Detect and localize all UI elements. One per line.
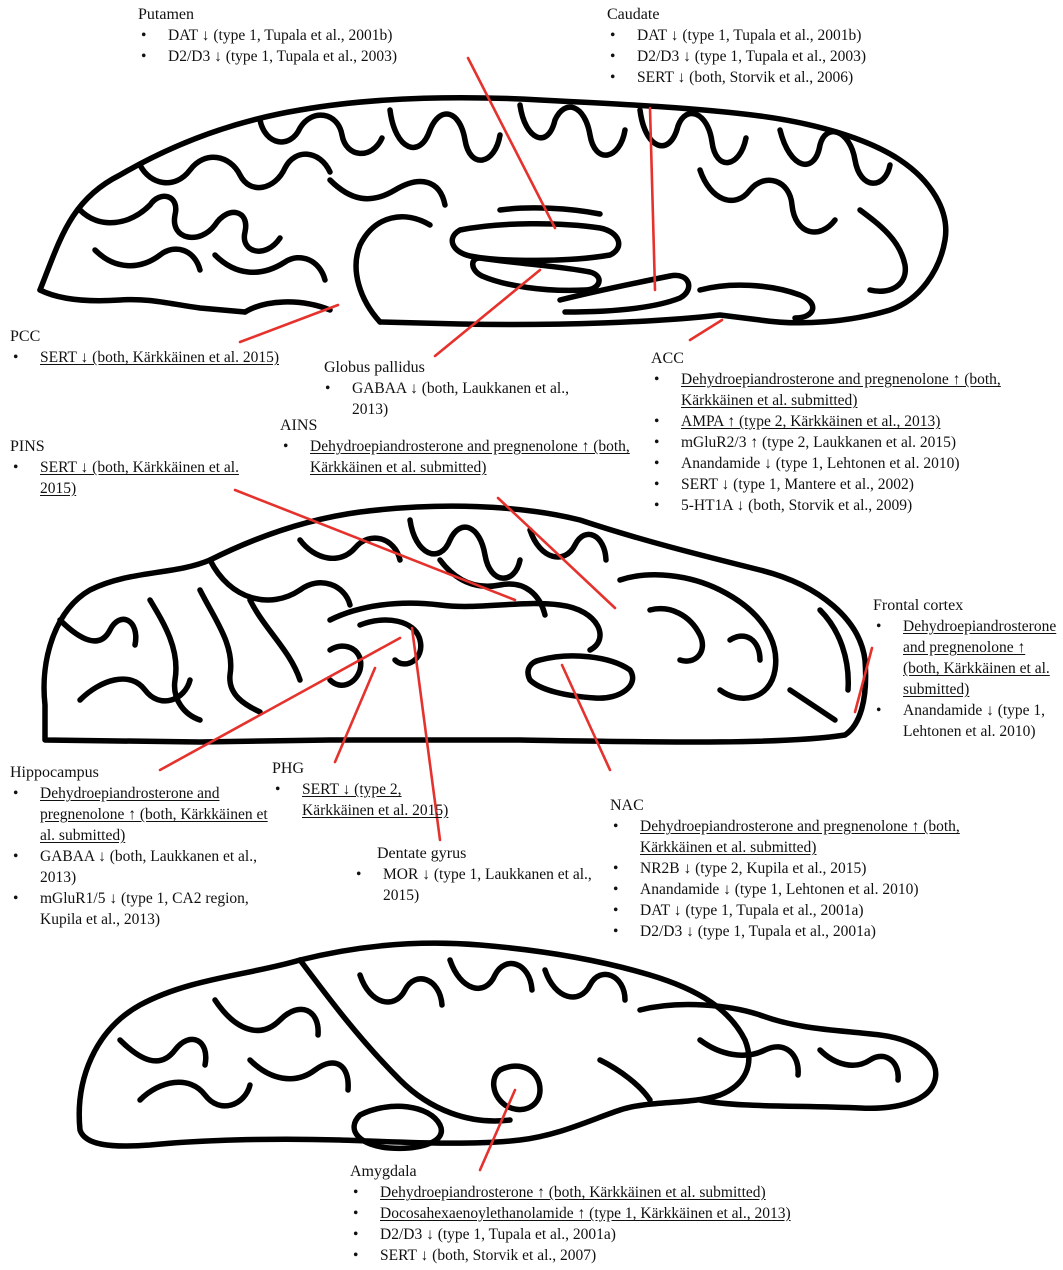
finding-text: Docosahexaenoylethanolamide ↑ (type 1, K… (380, 1205, 791, 1222)
finding-item: Anandamide ↓ (type 1, Lehtonen et al. 20… (651, 453, 1061, 474)
finding-text: DAT ↓ (type 1, Tupala et al., 2001a) (640, 902, 864, 919)
region-title: PHG (272, 758, 462, 779)
region-title: Frontal cortex (873, 595, 1061, 616)
finding-item: D2/D3 ↓ (type 1, Tupala et al., 2001a) (610, 921, 1030, 942)
annotation-pins: PINSSERT ↓ (both, Kärkkäinen et al. 2015… (10, 436, 270, 499)
finding-text: GABAA ↓ (both, Laukkanen et al., 2013) (352, 380, 569, 418)
finding-item: D2/D3 ↓ (type 1, Tupala et al., 2001a) (350, 1224, 950, 1245)
annotation-amygdala: AmygdalaDehydroepiandrosterone ↑ (both, … (350, 1161, 950, 1266)
finding-item: Dehydroepiandrosterone and pregnenolone … (610, 816, 1030, 858)
region-title: Dentate gyrus (377, 843, 613, 864)
finding-item: SERT ↓ (type 1, Mantere et al., 2002) (651, 474, 1061, 495)
brain-slice-middle (44, 506, 866, 742)
finding-item: DAT ↓ (type 1, Tupala et al., 2001b) (138, 25, 458, 46)
finding-text: Anandamide ↓ (type 1, Lehtonen et al. 20… (681, 455, 960, 472)
finding-text: SERT ↓ (both, Kärkkäinen et al. 2015) (40, 349, 279, 366)
finding-text: D2/D3 ↓ (type 1, Tupala et al., 2001a) (640, 923, 876, 940)
region-title: Caudate (607, 4, 927, 25)
finding-item: SERT ↓ (both, Kärkkäinen et al. 2015) (10, 347, 295, 368)
finding-text: Anandamide ↓ (type 1, Lehtonen et al. 20… (640, 881, 919, 898)
finding-item: Dehydroepiandrosterone and pregnenolone … (10, 783, 275, 846)
finding-item: Docosahexaenoylethanolamide ↑ (type 1, K… (350, 1203, 950, 1224)
finding-text: mGluR1/5 ↓ (type 1, CA2 region, Kupila e… (40, 890, 249, 928)
region-title: AINS (280, 415, 650, 436)
finding-item: SERT ↓ (both, Storvik et al., 2006) (607, 67, 927, 88)
annotation-ains: AINSDehydroepiandrosterone and pregnenol… (280, 415, 650, 478)
finding-text: SERT ↓ (both, Kärkkäinen et al. 2015) (40, 459, 239, 497)
annotation-globus-pallidus: Globus pallidusGABAA ↓ (both, Laukkanen … (322, 357, 592, 420)
finding-item: 5-HT1A ↓ (both, Storvik et al., 2009) (651, 495, 1061, 516)
finding-item: Anandamide ↓ (type 1, Lehtonen et al. 20… (610, 879, 1030, 900)
finding-text: SERT ↓ (both, Storvik et al., 2007) (380, 1247, 596, 1264)
finding-text: NR2B ↓ (type 2, Kupila et al., 2015) (640, 860, 866, 877)
annotation-caudate: CaudateDAT ↓ (type 1, Tupala et al., 200… (607, 4, 927, 88)
finding-item: Dehydroepiandrosterone and pregnenolone … (280, 436, 650, 478)
pointer-caudate (650, 108, 655, 290)
region-title: Globus pallidus (324, 357, 592, 378)
annotation-hippocampus: HippocampusDehydroepiandrosterone and pr… (10, 762, 275, 930)
finding-item: MOR ↓ (type 1, Laukkanen et al., 2015) (353, 864, 613, 906)
finding-text: Dehydroepiandrosterone and pregnenolone … (903, 618, 1056, 698)
finding-item: SERT ↓ (both, Kärkkäinen et al. 2015) (10, 457, 270, 499)
finding-item: AMPA ↑ (type 2, Kärkkäinen et al., 2013) (651, 411, 1061, 432)
finding-item: DAT ↓ (type 1, Tupala et al., 2001b) (607, 25, 927, 46)
region-title: Putamen (138, 4, 458, 25)
pointer-globus-pallidus (435, 270, 540, 356)
finding-item: Anandamide ↓ (type 1, Lehtonen et al. 20… (873, 700, 1061, 742)
finding-text: SERT ↓ (type 1, Mantere et al., 2002) (681, 476, 914, 493)
finding-text: 5-HT1A ↓ (both, Storvik et al., 2009) (681, 497, 912, 514)
region-title: Amygdala (350, 1161, 950, 1182)
finding-text: SERT ↓ (both, Storvik et al., 2006) (637, 69, 853, 86)
annotation-frontal-cortex: Frontal cortexDehydroepiandrosterone and… (873, 595, 1061, 742)
finding-item: GABAA ↓ (both, Laukkanen et al., 2013) (322, 378, 592, 420)
annotation-pcc: PCC SERT ↓ (both, Kärkkäinen et al. 2015) (10, 326, 295, 368)
finding-text: D2/D3 ↓ (type 1, Tupala et al., 2003) (168, 48, 397, 65)
region-title: ACC (651, 348, 1061, 369)
finding-text: DAT ↓ (type 1, Tupala et al., 2001b) (168, 27, 392, 44)
finding-text: Anandamide ↓ (type 1, Lehtonen et al. 20… (903, 702, 1045, 740)
finding-item: NR2B ↓ (type 2, Kupila et al., 2015) (610, 858, 1030, 879)
region-title: Hippocampus (10, 762, 275, 783)
finding-text: Dehydroepiandrosterone and pregnenolone … (310, 438, 630, 476)
finding-item: mGluR2/3 ↑ (type 2, Laukkanen et al. 201… (651, 432, 1061, 453)
finding-item: D2/D3 ↓ (type 1, Tupala et al., 2003) (138, 46, 458, 67)
annotation-phg: PHGSERT ↓ (type 2, Kärkkäinen et al. 201… (272, 758, 462, 821)
annotation-nac: NACDehydroepiandrosterone and pregnenolo… (610, 795, 1030, 942)
pointer-acc (690, 320, 722, 340)
finding-text: D2/D3 ↓ (type 1, Tupala et al., 2003) (637, 48, 866, 65)
finding-text: DAT ↓ (type 1, Tupala et al., 2001b) (637, 27, 861, 44)
finding-item: Dehydroepiandrosterone and pregnenolone … (651, 369, 1061, 411)
finding-item: mGluR1/5 ↓ (type 1, CA2 region, Kupila e… (10, 888, 275, 930)
finding-text: Dehydroepiandrosterone and pregnenolone … (681, 371, 1001, 409)
finding-item: SERT ↓ (both, Storvik et al., 2007) (350, 1245, 950, 1266)
finding-text: SERT ↓ (type 2, Kärkkäinen et al. 2015) (302, 781, 448, 819)
finding-text: MOR ↓ (type 1, Laukkanen et al., 2015) (383, 866, 592, 904)
finding-item: DAT ↓ (type 1, Tupala et al., 2001a) (610, 900, 1030, 921)
finding-text: Dehydroepiandrosterone and pregnenolone … (40, 785, 268, 844)
finding-item: Dehydroepiandrosterone ↑ (both, Kärkkäin… (350, 1182, 950, 1203)
region-title: PCC (10, 326, 295, 347)
pointer-nac (562, 665, 610, 770)
pointer-amygdala (480, 1090, 515, 1170)
finding-text: GABAA ↓ (both, Laukkanen et al., 2013) (40, 848, 257, 886)
finding-text: Dehydroepiandrosterone ↑ (both, Kärkkäin… (380, 1184, 766, 1201)
brain-slice-top (40, 98, 946, 325)
finding-item: GABAA ↓ (both, Laukkanen et al., 2013) (10, 846, 275, 888)
finding-item: D2/D3 ↓ (type 1, Tupala et al., 2003) (607, 46, 927, 67)
annotation-putamen: PutamenDAT ↓ (type 1, Tupala et al., 200… (138, 4, 458, 67)
annotation-acc: ACCDehydroepiandrosterone and pregnenolo… (651, 348, 1061, 516)
pointer-putamen (468, 58, 555, 228)
finding-text: Dehydroepiandrosterone and pregnenolone … (640, 818, 960, 856)
finding-item: Dehydroepiandrosterone and pregnenolone … (873, 616, 1061, 700)
annotation-dentate-gyrus: Dentate gyrusMOR ↓ (type 1, Laukkanen et… (353, 843, 613, 906)
region-title: PINS (10, 436, 270, 457)
finding-text: mGluR2/3 ↑ (type 2, Laukkanen et al. 201… (681, 434, 956, 451)
finding-text: AMPA ↑ (type 2, Kärkkäinen et al., 2013) (681, 413, 940, 430)
brain-slice-bottom (79, 943, 936, 1148)
pointer-hippocampus (160, 638, 400, 770)
finding-item: SERT ↓ (type 2, Kärkkäinen et al. 2015) (272, 779, 462, 821)
finding-text: D2/D3 ↓ (type 1, Tupala et al., 2001a) (380, 1226, 616, 1243)
region-title: NAC (610, 795, 1030, 816)
